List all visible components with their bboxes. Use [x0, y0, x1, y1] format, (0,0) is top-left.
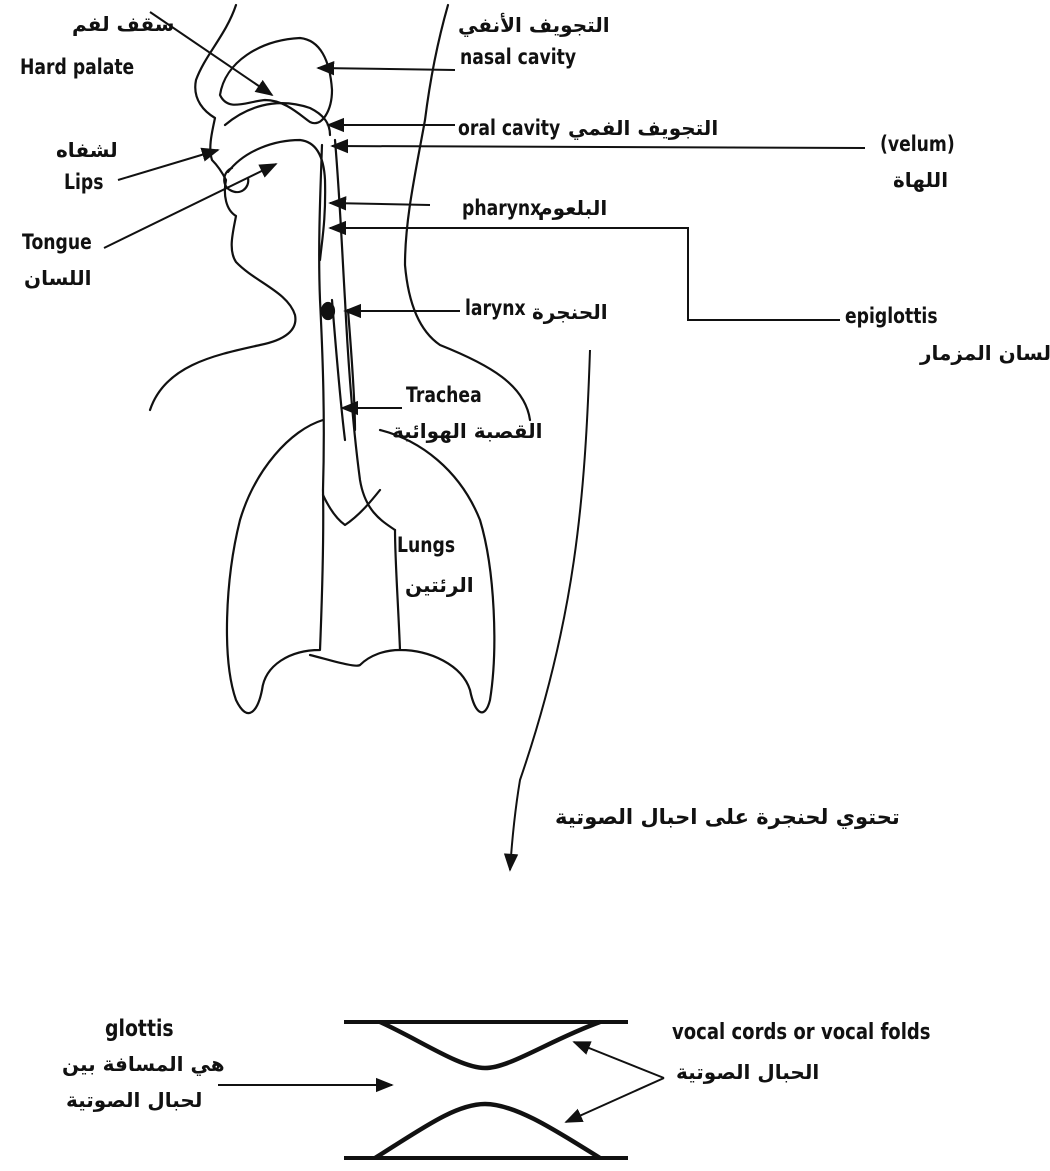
label-epiglottis-en: epiglottis — [845, 306, 938, 327]
label-velum-ar: اللهاة — [893, 170, 948, 190]
label-velum-en: (velum) — [880, 134, 955, 155]
label-hard-palate-en: Hard palate — [20, 57, 134, 78]
label-trachea-en: Trachea — [406, 385, 482, 406]
mediastinum-line — [323, 490, 380, 525]
oral-cavity-outline — [228, 140, 325, 260]
pharynx-back-wall — [335, 140, 395, 530]
label-epiglottis-ar: لسان المزمار — [920, 343, 1050, 363]
upper-vocal-fold — [380, 1022, 600, 1068]
label-larynx-ar: الحنجرة — [532, 302, 608, 322]
label-vocal-cords-en: vocal cords or vocal folds — [672, 1022, 931, 1044]
arrow-velum — [332, 146, 865, 148]
arrow-lips — [118, 150, 218, 180]
head-outline — [150, 5, 295, 410]
diaphragm-outline — [310, 650, 400, 666]
lower-vocal-fold — [375, 1104, 600, 1158]
label-lips-en: Lips — [64, 172, 103, 193]
label-trachea-ar: القصبة الهوائية — [392, 421, 543, 441]
label-hard-palate-ar: سقف لفم — [72, 14, 174, 34]
arrow-pharynx — [330, 203, 430, 205]
arrow-vocal-cord-upper — [574, 1042, 664, 1078]
label-glottis-en: glottis — [105, 1018, 174, 1041]
palate-outline — [225, 103, 330, 135]
label-nasal-cavity-en: nasal cavity — [460, 47, 576, 68]
larynx-marker — [322, 303, 334, 319]
label-oral-cavity-en: oral cavity — [458, 118, 560, 139]
label-lips-ar: لشفاه — [56, 140, 118, 160]
label-vocal-cords-ar: الحبال الصوتية — [676, 1062, 819, 1082]
larynx-note: تحتوي لحنجرة على احبال الصوتية — [555, 807, 900, 828]
label-glottis-ar-2: لحبال الصوتية — [66, 1090, 202, 1110]
label-pharynx-en: pharynx — [462, 198, 541, 219]
trachea-inner — [332, 300, 345, 440]
arrow-nasal-cavity — [318, 68, 455, 70]
label-glottis-ar-1: هي المسافة بين — [62, 1054, 225, 1074]
label-nasal-cavity-ar: التجويف الأنفي — [458, 15, 610, 35]
label-lungs-en: Lungs — [397, 535, 455, 556]
arrow-vocal-cord-lower — [566, 1078, 664, 1122]
label-oral-cavity-ar: التجويف الفمي — [568, 118, 718, 138]
label-lungs-ar: الرئتين — [405, 575, 474, 595]
left-lung-outline — [227, 420, 323, 713]
right-lung-outline — [380, 430, 494, 712]
label-pharynx-ar: البلعوم — [538, 198, 607, 218]
label-larynx-en: larynx — [465, 298, 526, 319]
label-tongue-ar: اللسان — [24, 268, 91, 288]
label-tongue-en: Tongue — [22, 232, 92, 253]
